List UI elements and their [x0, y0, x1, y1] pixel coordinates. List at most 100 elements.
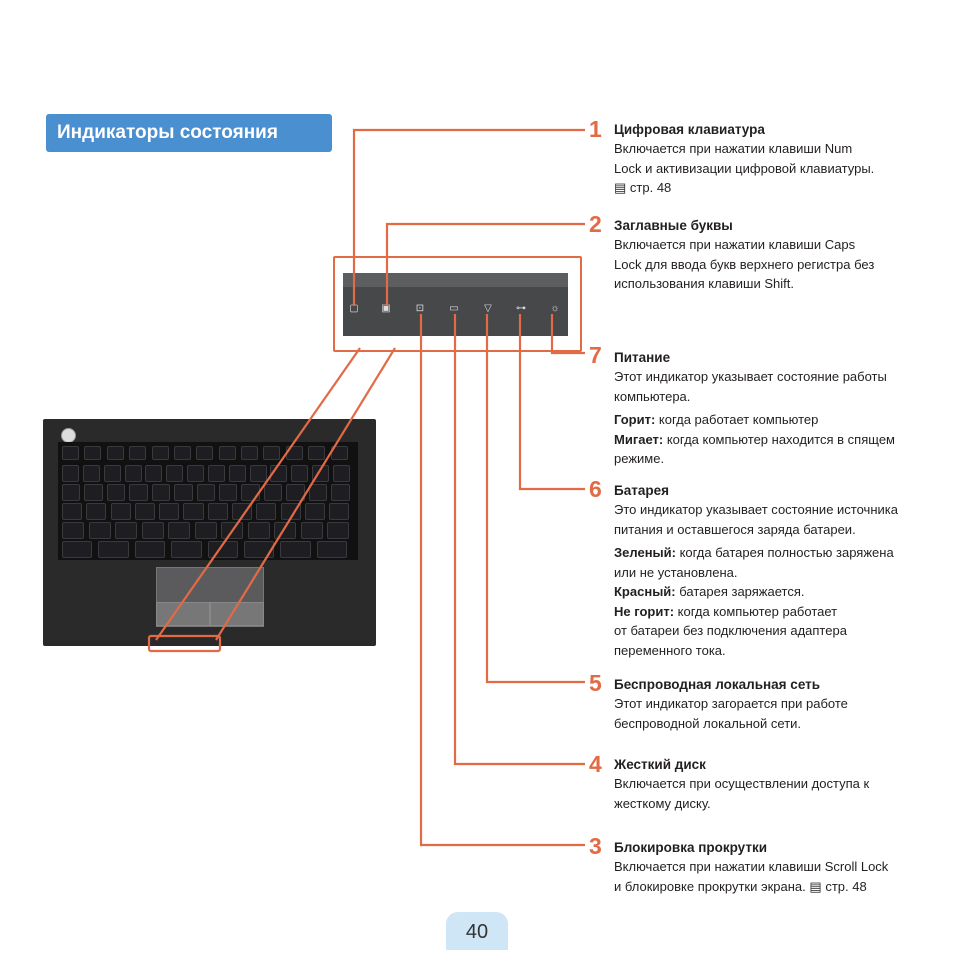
keyboard-key — [62, 446, 79, 460]
keyboard-key — [174, 484, 193, 501]
keyboard-key — [171, 541, 202, 558]
callout-num-lock: Цифровая клавиатура Включается при нажат… — [614, 122, 914, 198]
keyboard-key — [286, 484, 305, 501]
keyboard-key — [129, 484, 148, 501]
keyboard-key — [84, 446, 102, 460]
section-title: Индикаторы состояния — [57, 122, 278, 143]
callout-wireless: Беспроводная локальная сеть Этот индикат… — [614, 677, 914, 733]
keyboard-key — [103, 465, 121, 482]
keyboard-key — [327, 522, 350, 539]
callout-heading: Батарея — [614, 483, 669, 498]
keyboard-key — [159, 503, 180, 520]
keyboard-key — [187, 465, 204, 482]
state-text: когда компьютер работает — [674, 603, 838, 619]
wireless-icon: ▽ — [484, 303, 492, 314]
callout-text-line: компьютера. — [614, 388, 691, 404]
keyboard-key — [88, 522, 111, 539]
state-text: батарея заряжается. — [675, 584, 805, 599]
keyboard-key — [244, 541, 275, 558]
callout-number-4: 4 — [589, 751, 602, 777]
keyboard-key — [62, 541, 93, 558]
keyboard-key — [62, 522, 84, 539]
state-text: когда работает компьютер — [655, 412, 819, 427]
keyboard-key — [218, 446, 236, 460]
state-label: Зеленый: — [614, 545, 676, 560]
keyboard-key — [228, 465, 246, 482]
keyboard-key — [194, 522, 217, 539]
keyboard-key — [84, 484, 103, 501]
battery-icon: ⊶ — [516, 303, 526, 314]
callout-text-line: Включается при нажатии клавиши Num — [614, 141, 853, 156]
callout-text-line: беспроводной локальной сети. — [614, 715, 802, 731]
state-text: когда компьютер находится в спящем — [663, 431, 895, 447]
keyboard-key — [106, 484, 126, 501]
keyboard-key — [115, 522, 137, 539]
keyboard-key — [196, 446, 214, 460]
state-text: режиме. — [614, 451, 665, 466]
callout-text-line: Включается при нажатии клавиши Caps — [614, 237, 856, 252]
keyboard-key — [62, 484, 81, 501]
keyboard-key — [241, 446, 259, 460]
callout-text-line: Lock и активизации цифровой клавиатуры. — [614, 160, 875, 176]
keyboard-key — [300, 522, 323, 539]
page-ref: стр. 48 — [825, 878, 867, 894]
keyboard-key — [168, 522, 190, 539]
state-label: Красный: — [614, 584, 676, 599]
keyboard-key — [256, 503, 277, 520]
callout-scroll-lock: Блокировка прокрутки Включается при нажа… — [614, 840, 914, 896]
keyboard-key — [291, 465, 309, 482]
keyboard-key — [207, 503, 228, 520]
state-text: когда батарея полностью заряжена — [675, 545, 894, 560]
callout-text-line: жесткому диску. — [614, 795, 711, 811]
section-title-tab: Индикаторы состояния — [46, 114, 332, 152]
state-text: переменного тока. — [614, 642, 726, 658]
power-icon: ☼ — [550, 303, 560, 314]
callout-text-line: и блокировке прокрутки экрана. — [614, 878, 806, 894]
keyboard-key — [247, 522, 270, 539]
callout-heading: Жесткий диск — [614, 757, 706, 772]
callout-text-line: Это индикатор указывает состояние источн… — [614, 502, 898, 517]
callout-text-line: использования клавиши Shift. — [614, 276, 794, 291]
keyboard-key — [329, 503, 350, 520]
state-label: Мигает: — [614, 431, 664, 447]
callout-heading: Цифровая клавиатура — [614, 122, 765, 137]
callout-text-line: Lock для ввода букв верхнего регистра бе… — [614, 256, 875, 272]
callout-text-line: Включается при нажатии клавиши Scroll Lo… — [614, 859, 889, 874]
callout-battery: Батарея Это индикатор указывает состояни… — [614, 483, 914, 660]
keyboard-key — [151, 446, 169, 460]
callout-heading: Блокировка прокрутки — [614, 840, 768, 855]
keyboard-key — [304, 503, 326, 520]
keyboard-key — [106, 446, 124, 460]
keyboard-key — [207, 465, 225, 482]
callout-caps-lock: Заглавные буквы Включается при нажатии к… — [614, 218, 914, 294]
caps-lock-icon: ▣ — [381, 303, 391, 314]
keyboard-key — [183, 503, 204, 520]
callout-heading: Питание — [614, 350, 671, 365]
keyboard-key — [151, 484, 171, 501]
keyboard-key — [82, 465, 100, 482]
keyboard-key — [263, 484, 283, 501]
callout-heading: Беспроводная локальная сеть — [614, 677, 821, 692]
keyboard-key — [263, 446, 281, 460]
callout-number-5: 5 — [589, 670, 602, 696]
keyboard-key — [110, 503, 131, 520]
keyboard-key — [145, 465, 163, 482]
keyboard-key — [308, 446, 326, 460]
document-ref-icon: ▤ — [614, 180, 627, 195]
keyboard-key — [173, 446, 191, 460]
keyboard-image — [58, 442, 358, 560]
keyboard-key — [62, 503, 83, 520]
keyboard-key — [62, 465, 79, 482]
state-text: или не установлена. — [614, 564, 738, 580]
state-text: от батареи без подключения адаптера — [614, 623, 847, 638]
keyboard-key — [124, 465, 142, 482]
keyboard-key — [316, 541, 348, 558]
keyboard-key — [232, 503, 253, 520]
keyboard-key — [134, 541, 166, 558]
keyboard-key — [249, 465, 267, 482]
callout-number-1: 1 — [589, 116, 602, 142]
callout-text-line: питания и оставшегося заряда батареи. — [614, 521, 856, 537]
keyboard-key — [331, 484, 350, 501]
page-number: 40 — [446, 912, 508, 950]
